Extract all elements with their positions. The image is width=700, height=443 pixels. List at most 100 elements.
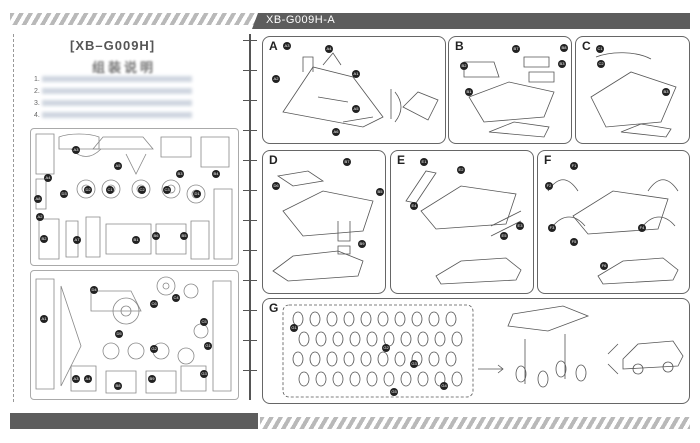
divider-tick: [243, 220, 257, 221]
part-number-badge: B1: [132, 236, 140, 244]
part-number-badge: E2: [457, 166, 465, 174]
part-number-badge: G2: [150, 345, 158, 353]
part-number-badge: C4: [172, 294, 180, 302]
part-number-badge: D3: [60, 190, 68, 198]
instruction-number: 2.: [34, 88, 40, 95]
part-number-badge: B5: [376, 188, 384, 196]
part-number-badge: B9: [148, 375, 156, 383]
wheel-ring: [417, 331, 429, 347]
left-ruler: [13, 34, 14, 402]
wheel-ring: [400, 371, 412, 387]
blurred-text: [41, 100, 192, 107]
step-d-drawing: [272, 170, 374, 282]
part-number-badge: C5: [200, 318, 208, 326]
wheel-ring: [377, 311, 389, 327]
part-number-badge: D2: [84, 186, 92, 194]
wheel-ring: [411, 311, 423, 327]
divider-tick: [243, 70, 257, 71]
part-number-badge: A2: [272, 75, 280, 83]
part-number-badge: A1: [352, 70, 360, 78]
instructions-heading: 组装说明: [92, 60, 157, 75]
vertical-divider: [249, 34, 251, 400]
part-number-badge: B7: [512, 45, 520, 53]
wheel-ring: [343, 351, 355, 367]
wheel-ring: [343, 311, 355, 327]
part-number-badge: F4: [638, 224, 646, 232]
part-number-badge: A6: [332, 128, 340, 136]
wheel-ring: [309, 351, 321, 367]
step-panel-d: D: [262, 150, 386, 294]
step-panel-g: G: [262, 298, 690, 404]
divider-tick: [243, 40, 257, 41]
step-b-drawing: [463, 56, 555, 138]
part-number-badge: A4: [84, 375, 92, 383]
parts-sheet-2: [30, 270, 239, 400]
part-number-badge: F3: [548, 224, 556, 232]
part-number-badge: B5: [180, 232, 188, 240]
wheel-ring: [394, 311, 406, 327]
part-number-badge: G5: [390, 388, 398, 396]
wheel-ring: [292, 351, 304, 367]
instruction-number: 1.: [34, 76, 40, 83]
wheel-ring: [332, 331, 344, 347]
wheel-ring: [360, 351, 372, 367]
part-number-badge: B9: [358, 240, 366, 248]
part-number-badge: B1: [465, 88, 473, 96]
wheel-ring: [366, 331, 378, 347]
part-number-badge: A3: [72, 375, 80, 383]
wheel-ring: [417, 371, 429, 387]
part-number-badge: A2: [36, 213, 44, 221]
wheel-ring: [394, 351, 406, 367]
wheel-ring: [349, 331, 361, 347]
part-number-badge: A8: [34, 195, 42, 203]
divider-tick: [243, 130, 257, 131]
wheel-ring: [400, 331, 412, 347]
bottom-stripe: [260, 417, 690, 429]
wheel-ring: [298, 371, 310, 387]
part-number-badge: A5: [352, 105, 360, 113]
top-stripe: [10, 13, 260, 25]
step-panel-c: C: [575, 36, 690, 144]
model-code: XB-G009H-A: [266, 14, 336, 26]
step-panel-f: F: [537, 150, 690, 294]
model-title: [XB–G009H]: [70, 38, 156, 53]
part-number-badge: C2: [597, 60, 605, 68]
instruction-number: 4.: [34, 112, 40, 119]
wheel-ring: [309, 311, 321, 327]
part-number-badge: G1: [290, 324, 298, 332]
wheel-ring: [434, 331, 446, 347]
part-number-badge: E1: [420, 158, 428, 166]
part-number-badge: B3: [558, 60, 566, 68]
step-label: E: [397, 153, 406, 167]
part-number-badge: F2: [545, 182, 553, 190]
step-label: G: [269, 301, 279, 315]
step-c-drawing: [590, 52, 677, 138]
part-number-badge: G2: [382, 344, 390, 352]
part-number-badge: B7: [343, 158, 351, 166]
wheel-ring: [326, 351, 338, 367]
step-f-drawing: [547, 179, 679, 285]
wheel-ring: [315, 331, 327, 347]
wheel-ring: [428, 351, 440, 367]
wheel-ring: [298, 331, 310, 347]
instruction-line: 2.: [34, 88, 192, 95]
part-number-badge: A5: [114, 162, 122, 170]
part-number-badge: B8: [560, 44, 568, 52]
blurred-text: [41, 88, 192, 95]
wheel-ring: [383, 371, 395, 387]
step-label: B: [455, 39, 464, 53]
wheel-ring: [332, 371, 344, 387]
part-number-badge: B8: [114, 382, 122, 390]
part-number-badge: G3: [200, 370, 208, 378]
part-number-badge: D5: [115, 330, 123, 338]
part-number-badge: C3: [163, 186, 171, 194]
step-a-drawing: [282, 52, 439, 128]
part-number-badge: A3: [72, 146, 80, 154]
wheel-ring: [326, 311, 338, 327]
instruction-number: 3.: [34, 100, 40, 107]
wheel-ring: [360, 311, 372, 327]
part-number-badge: B4: [212, 170, 220, 178]
instruction-line: 4.: [34, 112, 192, 119]
blurred-text: [41, 76, 192, 83]
wheel-ring: [377, 351, 389, 367]
